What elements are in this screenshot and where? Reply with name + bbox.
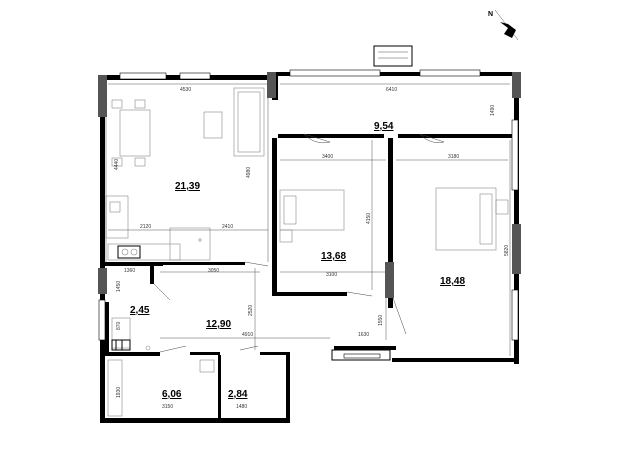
doors [153, 133, 445, 353]
dim-bedroom-large-depth: 5820 [504, 245, 510, 256]
dim-corridor-depth: 1550 [378, 315, 384, 326]
dim-balcony-width: 6410 [386, 87, 397, 93]
dim-wc-depth: 1450 [116, 281, 122, 292]
room-labels: 21,39 9,54 13,68 18,48 2,45 12,90 6,06 2… [130, 121, 465, 400]
dim-balcony-side: 1490 [490, 105, 496, 116]
dim-living-width: 4530 [180, 87, 191, 93]
area-wc-small: 2,45 [130, 305, 150, 316]
dim-bedroom-large-width: 3180 [448, 154, 459, 160]
dimension-lines [105, 83, 511, 356]
area-storage: 2,84 [228, 389, 248, 400]
area-hall: 12,90 [206, 319, 231, 330]
dim-wc-width: 1360 [124, 268, 135, 274]
dim-bedroom-large-width2: 1630 [358, 332, 369, 338]
area-bedroom-large: 18,48 [440, 276, 465, 287]
dim-hall-width: 3050 [208, 268, 219, 274]
dim-storage-width: 1480 [236, 404, 247, 410]
dim-bedroom-small-width2: 3100 [326, 272, 337, 278]
dimension-labels: 4530 6410 1490 4440 4980 3400 3180 2120 … [114, 87, 510, 410]
area-living-kitchen: 21,39 [175, 181, 200, 192]
dim-kitchen-b: 2410 [222, 224, 233, 230]
dim-hall-depth: 2520 [248, 305, 254, 316]
dim-hall-length: 4910 [242, 332, 253, 338]
dim-bedroom-small-width: 3400 [322, 154, 333, 160]
area-balcony: 9,54 [374, 121, 394, 132]
dim-wc-depth2: 870 [116, 321, 122, 330]
dim-kitchen-a: 2120 [140, 224, 151, 230]
dim-bedroom-small-depth: 4150 [366, 213, 372, 224]
walls [98, 72, 521, 423]
dim-bath-depth: 1930 [116, 387, 122, 398]
north-arrow-icon: N [488, 9, 519, 41]
furniture [105, 87, 509, 417]
windows [98, 45, 519, 361]
area-bathroom: 6,06 [162, 389, 182, 400]
compass-label: N [488, 11, 493, 18]
dim-bath-width: 3150 [162, 404, 173, 410]
dim-living-height: 4980 [246, 167, 252, 178]
area-bedroom-small: 13,68 [321, 251, 346, 262]
dim-living-depth: 4440 [114, 159, 120, 170]
